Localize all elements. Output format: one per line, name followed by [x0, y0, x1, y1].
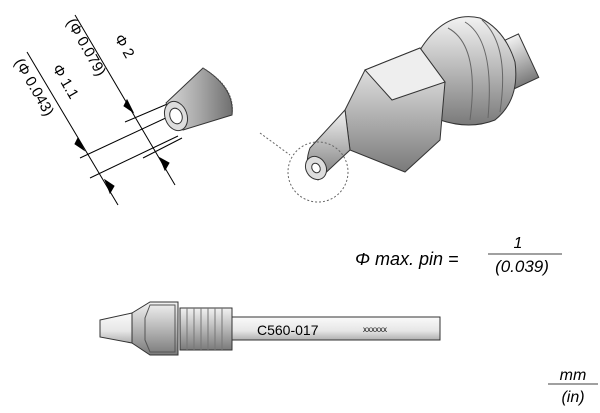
max-pin-mm: 1	[514, 235, 523, 252]
tip-bore	[169, 107, 183, 125]
outer-diameter-in: (Φ 0.079)	[63, 16, 110, 80]
units-legend: mm (in)	[548, 367, 598, 406]
tool-hex-nut	[131, 301, 179, 356]
tool-thread	[179, 307, 233, 351]
outer-diameter-mm: Φ 2	[111, 32, 138, 62]
diameter-symbol: Φ	[355, 249, 370, 269]
arrow-icon	[123, 98, 135, 114]
arrow-icon	[103, 178, 115, 195]
dimension-line-inner	[26, 51, 119, 206]
arrow-icon	[74, 136, 86, 152]
arrow-icon	[158, 156, 170, 172]
extension-line	[79, 115, 171, 159]
detail-circle	[287, 141, 349, 203]
tool-tip	[99, 312, 133, 344]
units-in: (in)	[561, 389, 584, 406]
tip-detail	[26, 14, 233, 206]
nozzle-3d	[259, 16, 540, 203]
units-mm: mm	[560, 367, 587, 384]
max-pin-label: Φ max. pin = 1 (0.039)	[355, 235, 562, 276]
tool-side-view	[99, 301, 441, 356]
extension-line	[89, 135, 179, 179]
extension-line	[124, 101, 173, 123]
max-pin-text: max. pin =	[375, 249, 459, 269]
inner-diameter-in: (Φ 0.043)	[11, 56, 58, 120]
max-pin-in: (0.039)	[495, 257, 549, 276]
part-number: C560-017	[257, 322, 319, 338]
extension-line	[142, 137, 183, 159]
serial-number: xxxxxx	[363, 325, 387, 334]
dimension-line-outer	[74, 14, 176, 186]
